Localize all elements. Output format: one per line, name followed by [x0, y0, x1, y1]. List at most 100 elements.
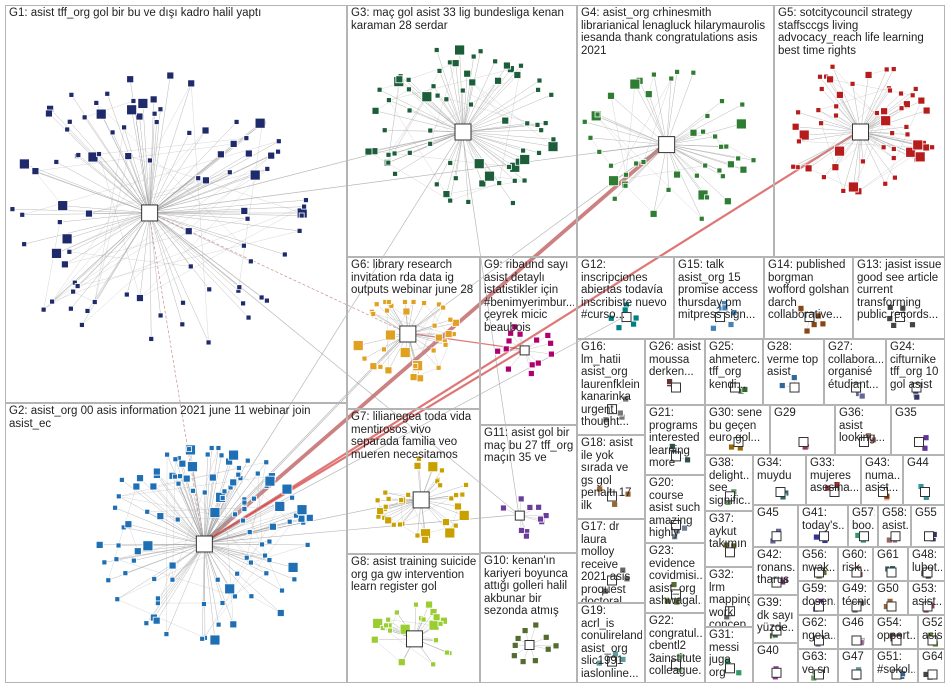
group-box-g14[interactable]: G14: published borgman wofford golshan d… — [764, 257, 853, 339]
node-g7-16 — [454, 503, 461, 510]
cross-edge-g3-20 — [376, 89, 409, 111]
group-box-g24[interactable]: G24: cifturnike tff_org 10 gol asist — [886, 339, 945, 405]
group-box-g62[interactable]: G62: ngela... — [798, 615, 838, 649]
group-box-g56[interactable]: G56: nwak... — [798, 547, 838, 581]
group-box-g49[interactable]: G49: técnic... — [838, 581, 873, 615]
group-box-g23[interactable]: G23: evidence covidmisi... asist_org ash… — [645, 543, 705, 613]
edge-g2-3 — [204, 523, 303, 544]
group-box-g20[interactable]: G20: course asist such amazing highly — [645, 475, 705, 543]
edge-g1-43 — [150, 213, 191, 266]
group-box-g51[interactable]: G51: #sokol... — [873, 649, 918, 683]
group-box-g47[interactable]: G47 — [838, 649, 873, 683]
group-box-g46[interactable]: G46 — [838, 615, 873, 649]
group-box-g3[interactable]: G3: maç gol asist 33 lig bundesliga kena… — [347, 5, 577, 257]
group-box-g53[interactable]: G53: asist... — [908, 581, 945, 615]
edge-g2-8 — [157, 472, 205, 544]
group-box-g1[interactable]: G1: asist tff_org gol bir bu ve dışı kad… — [5, 5, 347, 403]
node-g4-11 — [740, 102, 745, 107]
group-box-g8[interactable]: G8: asist training suicide org ga gw int… — [347, 554, 480, 683]
cross-edge-g5-15 — [830, 79, 913, 95]
node-g3-4 — [469, 79, 476, 86]
group-box-g36[interactable]: G36: asist looking... — [835, 405, 891, 455]
group-box-g63[interactable]: G63: ve sn — [798, 649, 838, 683]
group-box-g4[interactable]: G4: asist_org crhinesmith librarianical … — [577, 5, 774, 257]
edge-g6-19 — [408, 303, 424, 334]
node-g2-44 — [157, 513, 164, 520]
group-box-g31[interactable]: G31: messi juga org — [705, 627, 753, 683]
node-g1-38 — [54, 159, 59, 164]
group-box-g10[interactable]: G10: kenan'ın kariyeri boyunca attığı go… — [480, 553, 577, 683]
hub-node-g1 — [142, 205, 158, 221]
group-box-g60[interactable]: G60: risk... — [838, 547, 873, 581]
edge-g1-7 — [52, 213, 150, 302]
group-box-g34[interactable]: G34: muydu — [753, 455, 806, 505]
group-box-g44[interactable]: G44 — [903, 455, 945, 505]
group-box-g13[interactable]: G13: jasist issue good see article curre… — [853, 257, 945, 339]
hub-node-g45 — [772, 532, 781, 541]
group-box-g57[interactable]: G57: boo... — [848, 505, 878, 547]
group-box-g26[interactable]: G26: asist moussa derken... — [645, 339, 705, 405]
group-box-g43[interactable]: G43: numa... asist... — [861, 455, 903, 505]
group-box-g7[interactable]: G7: lilianegea toda vida mentirosos vivo… — [347, 409, 480, 554]
node-g1-63 — [19, 159, 29, 169]
group-box-g27[interactable]: G27: collabora... organisé étudiant... — [824, 339, 886, 405]
group-box-g17[interactable]: G17: dr laura molloy receive 2021 asis p… — [577, 519, 645, 603]
group-box-g30[interactable]: G30: sene bu geçen euro gol... — [705, 405, 770, 455]
edge-g1-63 — [24, 164, 149, 213]
group-box-g32[interactable]: G32: lrm mapping work concep... — [705, 567, 753, 627]
node-g5-38 — [834, 113, 839, 118]
edge-g3-45 — [463, 132, 479, 164]
edge-g4-3 — [667, 72, 677, 145]
group-box-g16[interactable]: G16: lm_hatii asist_org laurenfklein kan… — [577, 339, 645, 435]
group-box-g25[interactable]: G25: ahmeterc... tff_org kendi... — [705, 339, 763, 405]
group-box-g64[interactable]: G64 — [918, 649, 945, 683]
group-box-g15[interactable]: G15: talk asist_org 15 promise access th… — [674, 257, 764, 339]
edge-g1-61 — [150, 213, 300, 231]
group-box-g42[interactable]: G42: ronans... tharus — [753, 547, 798, 595]
node-g6-5 — [383, 300, 388, 305]
group-box-g37[interactable]: G37: aykut takımın — [705, 511, 753, 567]
group-box-g39[interactable]: G39: dk sayı yüzde... — [753, 595, 798, 643]
group-box-g35[interactable]: G35 — [891, 405, 945, 455]
node-g6-1 — [436, 365, 441, 370]
node-g1-12 — [268, 152, 275, 159]
edge-g1-71 — [150, 178, 199, 213]
group-box-g45[interactable]: G45 — [753, 505, 798, 547]
group-box-g11[interactable]: G11: asist gol bir maç bu 27 tff_org maç… — [480, 425, 577, 553]
group-box-g52[interactable]: G52: asist... — [918, 615, 945, 649]
group-box-g18[interactable]: G18: asist ile yok sırada ve gs gol pena… — [577, 435, 645, 519]
group-box-g9[interactable]: G9: ribaund sayı asist detaylı istatisti… — [480, 257, 577, 425]
group-box-g21[interactable]: G21: programs interested learning more — [645, 405, 705, 475]
group-box-g28[interactable]: G28: verme top asist — [763, 339, 824, 405]
group-box-g33[interactable]: G33: mujeres asesina... — [806, 455, 861, 505]
group-box-g22[interactable]: G22: congratul... cbentl2 3ainstitute co… — [645, 613, 705, 683]
group-box-g29[interactable]: G29 — [770, 405, 835, 455]
edge-g4-26 — [667, 101, 722, 144]
cross-edge-g3-11 — [409, 89, 479, 163]
node-g9-6 — [506, 338, 512, 344]
group-box-g41[interactable]: G41: today's... — [798, 505, 848, 547]
group-box-g6[interactable]: G6: library research invitation rda data… — [347, 257, 480, 409]
group-box-g61[interactable]: G61 — [873, 547, 908, 581]
group-box-g5[interactable]: G5: sotcitycouncil strategy staffsccgs l… — [774, 5, 945, 257]
group-box-g19[interactable]: G19: acrl_is conulireland asist_org slic… — [577, 603, 645, 683]
group-box-g58[interactable]: G58: asist... — [878, 505, 911, 547]
cross-edge-g3-7 — [374, 151, 514, 167]
node-g1-71 — [196, 176, 201, 181]
edge-g11-8 — [520, 507, 539, 515]
group-box-g12[interactable]: G12: inscripciones abiertas todavía insc… — [577, 257, 674, 339]
group-box-g38[interactable]: G38: delight... see signific... — [705, 455, 753, 511]
edge-g2-46 — [204, 544, 218, 625]
node-g2-82 — [248, 560, 253, 565]
node-g4-14 — [720, 174, 725, 179]
edge-g6-12 — [408, 334, 420, 378]
group-box-g55[interactable]: G55 — [911, 505, 945, 547]
group-box-g54[interactable]: G54: opport... — [873, 615, 918, 649]
group-box-g48[interactable]: G48: lubot... — [908, 547, 945, 581]
group-box-g59[interactable]: G59: dosen... — [798, 581, 838, 615]
group-box-g2[interactable]: G2: asist_org 00 asis information 2021 j… — [5, 403, 347, 683]
cross-edge-g3-3 — [490, 176, 525, 180]
group-box-g40[interactable]: G40 — [753, 643, 798, 683]
edge-g1-22 — [35, 172, 150, 213]
group-box-g50[interactable]: G50 — [873, 581, 908, 615]
